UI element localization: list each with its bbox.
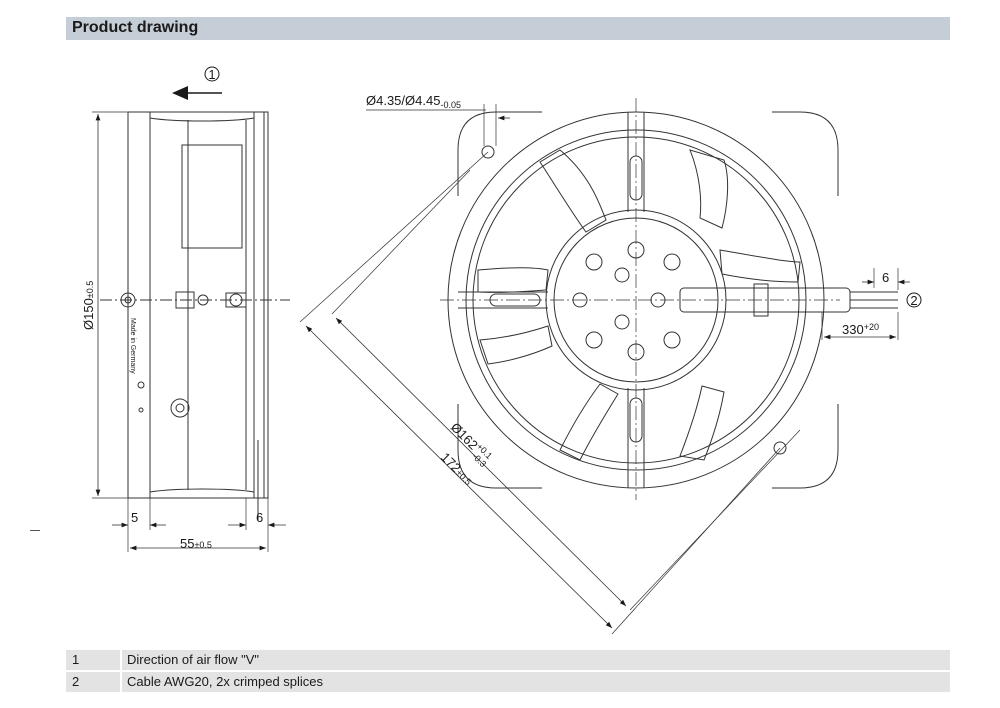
dim-depth: 55±0.5 <box>180 536 212 551</box>
side-view <box>92 111 290 552</box>
dim-strip: 6 <box>882 270 889 285</box>
section-title: Product drawing <box>72 19 199 36</box>
legend-number: 2 <box>72 674 80 689</box>
legend-text: Cable AWG20, 2x crimped splices <box>127 674 324 689</box>
legend-row: 2 Cable AWG20, 2x crimped splices <box>66 672 950 692</box>
margin-mark <box>30 530 40 531</box>
legend-number: 1 <box>72 652 80 667</box>
legend-divider <box>120 672 122 692</box>
dim-hole: Ø4.35/Ø4.45-0.05 <box>366 93 461 110</box>
legend-text: Direction of air flow "V" <box>127 652 260 667</box>
dim-right-flange: 6 <box>256 510 263 525</box>
dim-cable: 330+20 <box>842 322 879 337</box>
airflow-arrow: 1 <box>172 66 222 100</box>
side-label: Made in Germany <box>129 318 136 374</box>
dim-diagonal: 172±0.5 <box>438 450 476 488</box>
callout-1-label: 1 <box>208 67 215 82</box>
legend-row: 1 Direction of air flow "V" <box>66 650 950 670</box>
front-view <box>299 98 910 635</box>
callout-2: 2 <box>906 292 922 308</box>
dim-height: Ø150±0.5 <box>81 281 96 330</box>
legend-divider <box>120 650 122 670</box>
dim-left-flange: 5 <box>131 510 138 525</box>
callout-2-label: 2 <box>910 293 917 308</box>
section-header: Product drawing <box>66 17 950 40</box>
